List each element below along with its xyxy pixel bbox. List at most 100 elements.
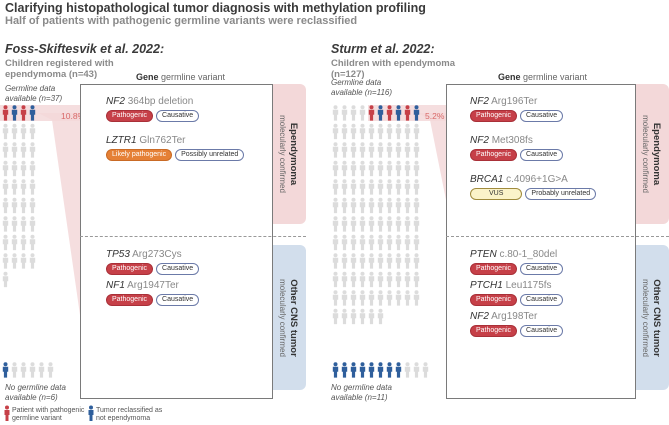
variant-name: Met308fs [491,135,533,146]
person-icon [404,179,411,195]
pathogenic-badge: Pathogenic [470,110,518,122]
person-icon [2,362,9,378]
person-icon [377,362,384,378]
page-title: Clarifying histopathological tumor diagn… [5,1,426,15]
person-icon [413,142,420,158]
person-icon [341,216,348,232]
person-icon [377,308,384,325]
person-icon [413,123,420,140]
person-icon [332,234,339,251]
person-icon [2,234,9,251]
person-icon [359,290,366,306]
study1-column-header-rest: germline variant [158,72,226,82]
study2-connector-wedge [418,113,446,200]
person-icon [350,362,357,378]
person-icon [11,179,18,195]
person-icon [350,160,357,177]
person-icon [359,105,366,121]
person-icon [395,123,402,140]
person-icon [29,105,36,121]
person-icon [377,160,384,177]
person-icon [332,308,339,325]
person-icon [350,123,357,140]
person-icon [350,216,357,232]
study1-title: Foss-Skiftesvik et al. 2022: [5,42,165,56]
person-icon [404,290,411,306]
person-icon [359,253,366,269]
person-icon [341,123,348,140]
person-icon [404,123,411,140]
person-icon [332,253,339,269]
person-icon [29,160,36,177]
person-icon [29,179,36,195]
person-icon [368,216,375,232]
person-icon [377,290,384,306]
person-icon [368,105,375,121]
legend-reclassified-icon [88,405,94,421]
person-icon [20,105,27,121]
person-icon [395,142,402,158]
person-icon [386,271,393,288]
person-icon [359,160,366,177]
study2-tab-ependymoma-line2: molecularly confirmed [641,115,650,193]
person-icon [377,271,384,288]
relation-badge: Probably unrelated [525,188,597,200]
study1-divider [80,236,306,237]
person-icon [395,253,402,269]
likely-pathogenic-badge: Likely pathogenic [106,149,173,161]
person-icon [332,179,339,195]
person-icon [350,142,357,158]
gene-name: BRCA1 [470,174,504,185]
person-icon [11,123,18,140]
person-icon [377,123,384,140]
person-icon [332,123,339,140]
person-icon [20,362,27,378]
relation-badge: Possibly unrelated [175,149,245,161]
person-icon [413,197,420,214]
person-icon [29,123,36,140]
person-icon [395,216,402,232]
person-icon [341,160,348,177]
person-icon [359,362,366,378]
gene-name: NF2 [470,135,489,146]
person-icon [368,271,375,288]
study2-tab-other-line1: Other CNS tumor [651,278,662,357]
legend-pathogenic-icon [4,405,10,421]
person-icon [20,160,27,177]
person-icon [359,197,366,214]
relation-badge: Causative [520,149,564,161]
person-icon [341,179,348,195]
study1-tab-other-line1: Other CNS tumor [288,278,299,357]
person-icon [386,160,393,177]
person-icon [11,160,18,177]
study2-title: Sturm et al. 2022: [331,42,435,56]
variant-name: Gln762Ter [139,135,186,146]
person-icon [29,362,36,378]
person-icon [2,179,9,195]
person-icon [350,197,357,214]
person-icon [386,123,393,140]
person-icon [377,105,384,121]
person-icon [11,362,18,378]
person-icon [359,216,366,232]
person-icon [377,142,384,158]
person-icon [332,160,339,177]
person-icon [332,362,339,378]
person-icon [20,197,27,214]
person-icon [332,216,339,232]
person-icon [413,290,420,306]
person-icon [368,253,375,269]
study2-column-header-bold: Gene [498,72,521,82]
gene-name: LZTR1 [106,135,137,146]
person-icon [359,234,366,251]
person-icon [29,253,36,269]
person-icon [413,362,420,378]
person-icon [395,290,402,306]
person-icon [377,197,384,214]
person-icon [2,253,9,269]
pathogenic-badge: Pathogenic [470,325,518,337]
person-icon [11,197,18,214]
